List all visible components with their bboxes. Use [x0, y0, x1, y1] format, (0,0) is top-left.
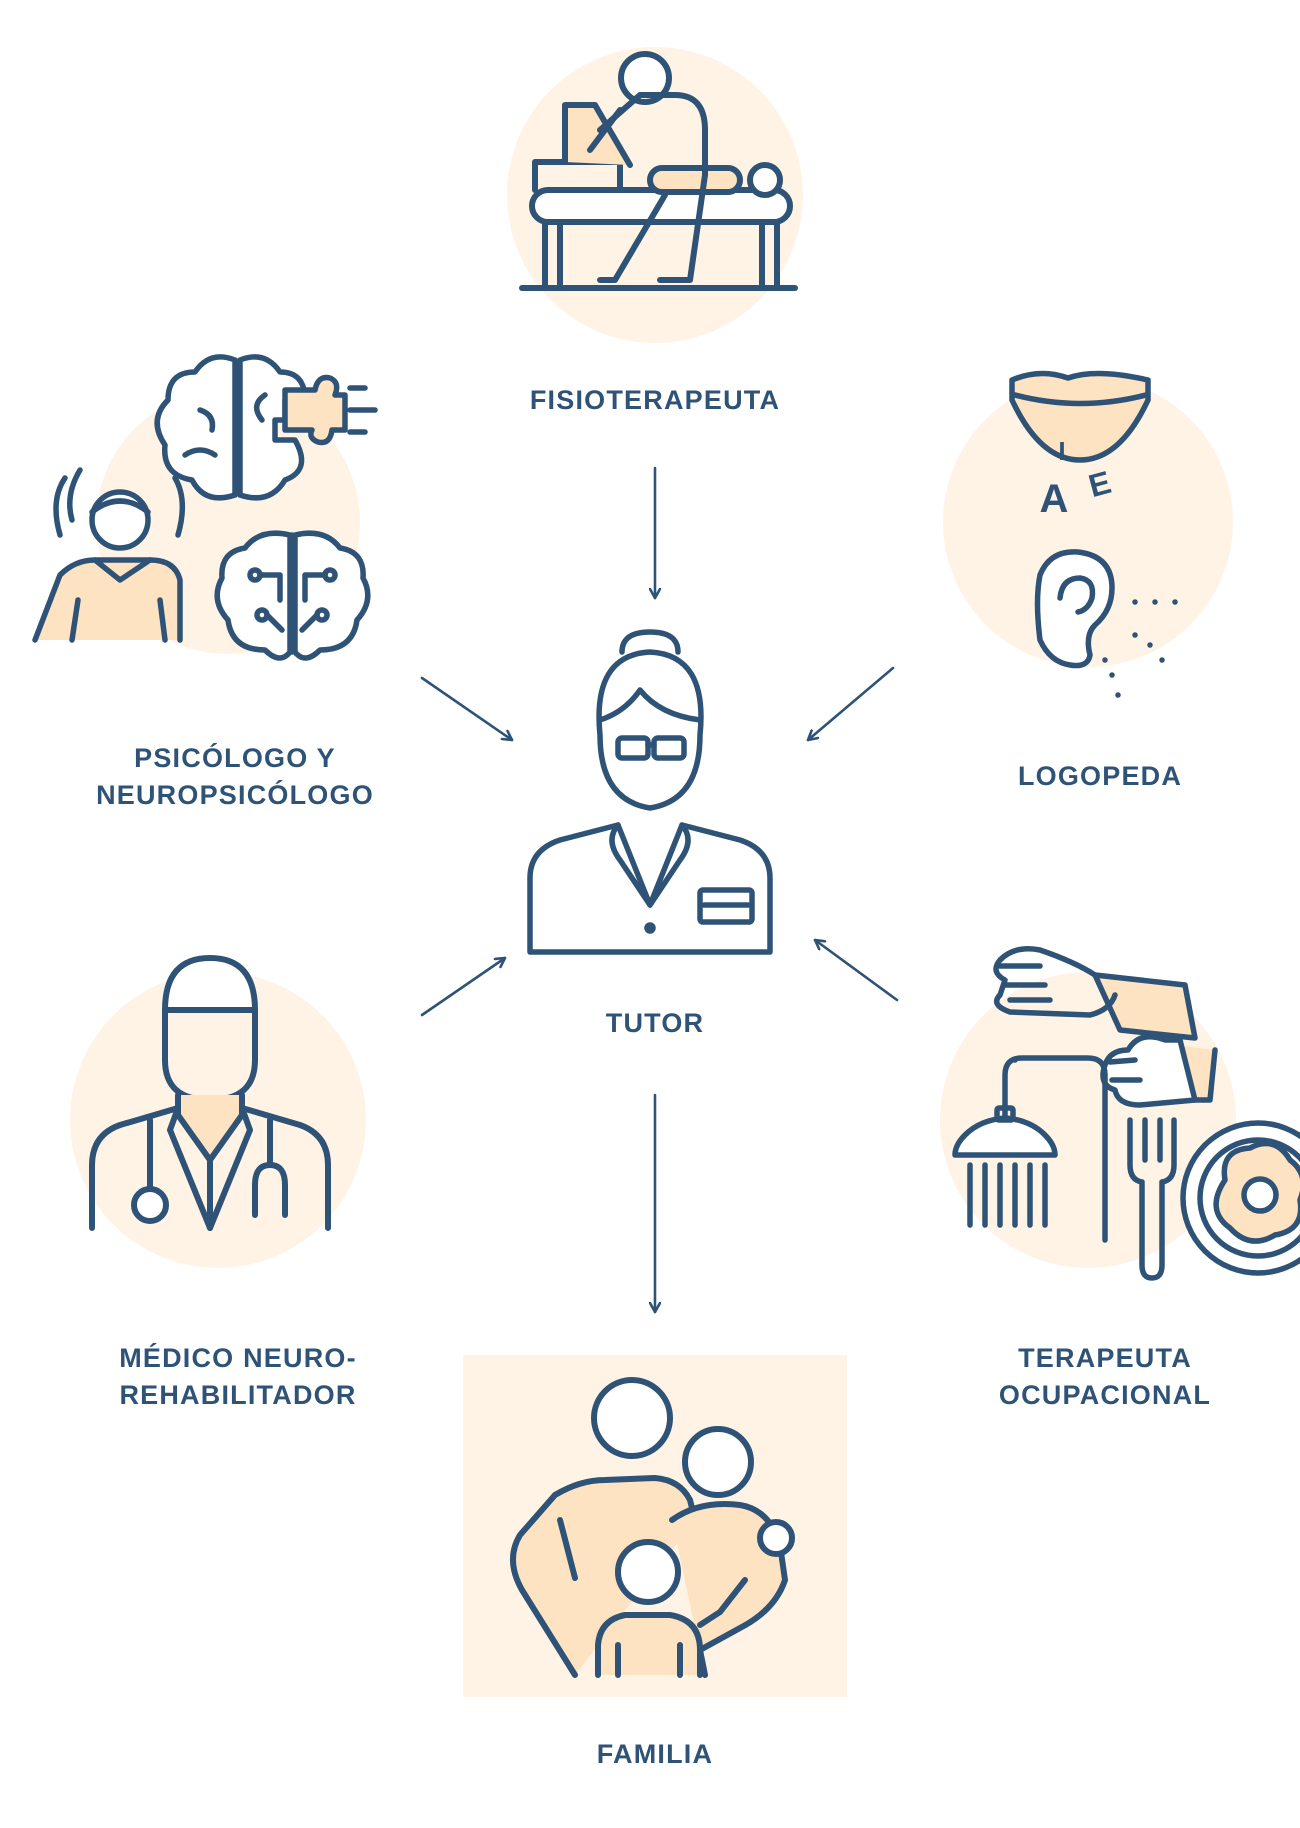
speech-therapist-icon: I A E	[943, 370, 1233, 698]
label-familia-line-1: FAMILIA	[596, 1739, 714, 1769]
label-familia: FAMILIA	[555, 1736, 755, 1773]
arrow-medico-to-tutor	[420, 956, 507, 1017]
label-psicologo-line-2: NEUROPSICÓLOGO	[96, 780, 374, 810]
label-terapeuta-line-2: OCUPACIONAL	[998, 1380, 1212, 1410]
label-tutor-line-1: TUTOR	[605, 1008, 705, 1038]
logopeda-letter-a: A	[1040, 477, 1069, 521]
label-logopeda: LOGOPEDA	[965, 758, 1235, 795]
label-medico: MÉDICO NEURO- REHABILITADOR	[88, 1340, 388, 1414]
arrow-psicologo-to-tutor	[420, 676, 514, 742]
occupational-therapist-icon	[940, 946, 1300, 1281]
label-terapeuta-line-1: TERAPEUTA	[1018, 1343, 1192, 1373]
tutor-nurse-icon	[527, 629, 773, 955]
doctor-icon	[70, 955, 366, 1268]
label-medico-line-1: MÉDICO NEURO-	[119, 1343, 357, 1373]
arrow-terapeuta-to-tutor	[813, 938, 899, 1002]
logopeda-letter-i: I	[1058, 436, 1065, 466]
arrows	[420, 466, 899, 1314]
label-terapeuta: TERAPEUTA OCUPACIONAL	[955, 1340, 1255, 1414]
label-medico-line-2: REHABILITADOR	[119, 1380, 357, 1410]
label-tutor: TUTOR	[555, 1005, 755, 1042]
psychologist-brain-icon	[32, 354, 378, 661]
arrow-logopeda-to-tutor	[806, 666, 895, 742]
label-fisioterapeuta: FISIOTERAPEUTA	[505, 382, 805, 419]
label-psicologo: PSICÓLOGO Y NEUROPSICÓLOGO	[85, 740, 385, 814]
label-logopeda-line-1: LOGOPEDA	[1017, 761, 1183, 791]
physiotherapist-icon	[507, 47, 803, 343]
family-icon	[463, 1355, 847, 1697]
label-psicologo-line-1: PSICÓLOGO Y	[134, 743, 336, 773]
label-fisioterapeuta-line-1: FISIOTERAPEUTA	[529, 385, 781, 415]
